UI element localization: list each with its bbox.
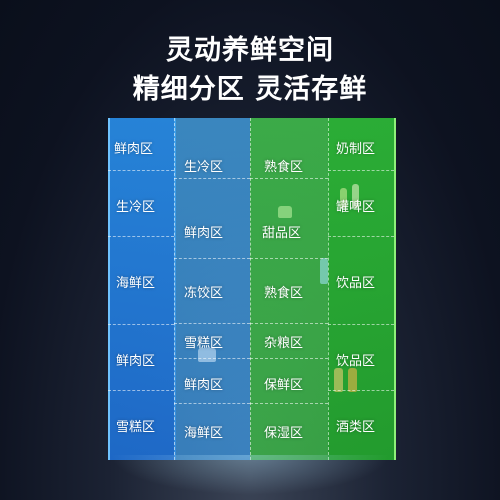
- zone-label: 熟食区: [264, 286, 304, 301]
- shelf-line: [108, 390, 174, 391]
- fridge-diagram: 鲜肉区 生冷区 海鲜区 鲜肉区 雪糕区 生冷区 鲜肉区 冻饺区 雪糕区 鲜肉区 …: [108, 118, 396, 460]
- zone-label: 冻饺区: [184, 286, 224, 301]
- shelf-line: [250, 403, 328, 404]
- shelf-line: [250, 178, 328, 179]
- zone-label: 鲜肉区: [116, 354, 156, 369]
- zone-label: 罐啤区: [336, 200, 376, 215]
- shelf-line: [108, 236, 174, 237]
- shelf-line: [328, 390, 394, 391]
- zone-label: 保鲜区: [264, 378, 304, 393]
- bottle-icon: [340, 188, 347, 208]
- zone-label: 保湿区: [264, 426, 304, 441]
- zone-label: 海鲜区: [184, 426, 224, 441]
- freezer-door-panel: [108, 118, 176, 460]
- shelf-line: [108, 170, 174, 171]
- zone-label: 生冷区: [184, 160, 224, 175]
- bottle-icon: [320, 258, 328, 284]
- bottle-icon: [278, 206, 292, 218]
- headline-line-1: 灵动养鲜空间: [166, 35, 334, 66]
- shelf-line: [174, 258, 250, 259]
- shelf-line: [250, 323, 328, 324]
- zone-label: 饮品区: [336, 276, 376, 291]
- shelf-line: [250, 258, 328, 259]
- shelf-line: [108, 324, 174, 325]
- zone-label: 鲜肉区: [114, 142, 154, 157]
- shelf-line: [328, 170, 394, 171]
- fridge-door-panel: [328, 118, 396, 460]
- shelf-line: [174, 403, 250, 404]
- shelf-line: [174, 178, 250, 179]
- zone-label: 熟食区: [264, 160, 304, 175]
- door-divider: [328, 118, 329, 460]
- bottle-icon: [352, 184, 359, 208]
- zone-label: 甜品区: [262, 226, 302, 241]
- zone-label: 饮品区: [336, 354, 376, 369]
- shelf-line: [328, 324, 394, 325]
- shelf-line: [174, 358, 250, 359]
- zone-label: 奶制区: [336, 142, 376, 157]
- floor-glow: [110, 455, 390, 495]
- center-divider: [250, 118, 251, 460]
- zone-label: 生冷区: [116, 200, 156, 215]
- zone-label: 鲜肉区: [184, 378, 224, 393]
- shelf-line: [328, 236, 394, 237]
- zone-label: 海鲜区: [116, 276, 156, 291]
- zone-label: 酒类区: [336, 420, 376, 435]
- headline-line-2: 精细分区 灵活存鲜: [132, 74, 368, 105]
- shelf-line: [174, 323, 250, 324]
- door-divider: [174, 118, 175, 460]
- bottle-icon: [334, 368, 343, 392]
- shelf-line: [250, 358, 328, 359]
- bottle-icon: [348, 368, 357, 392]
- zone-label: 雪糕区: [184, 336, 224, 351]
- zone-label: 雪糕区: [116, 420, 156, 435]
- zone-label: 鲜肉区: [184, 226, 224, 241]
- zone-label: 杂粮区: [264, 336, 304, 351]
